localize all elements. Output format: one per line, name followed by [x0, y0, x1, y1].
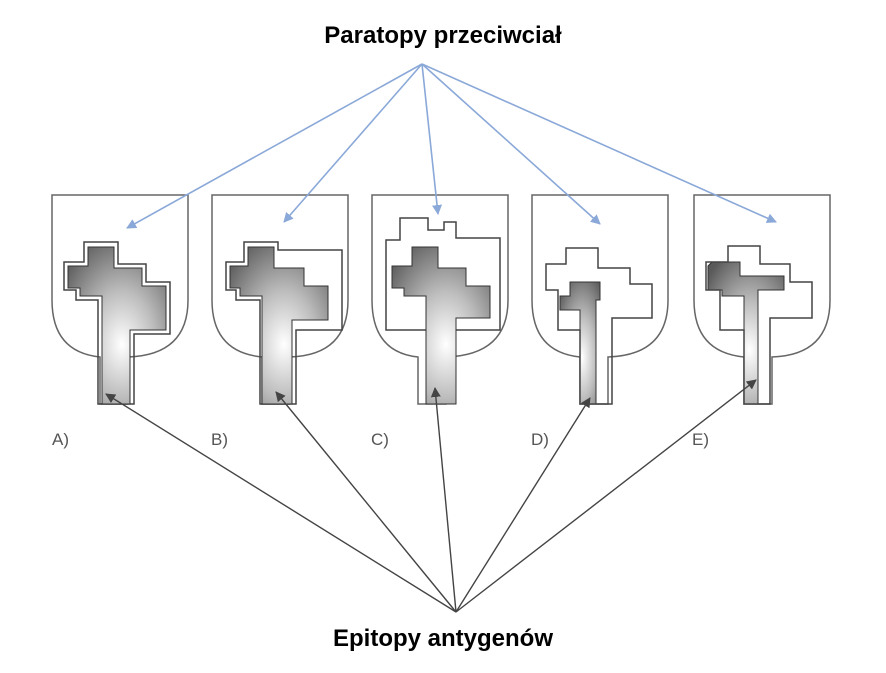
paratope-d — [545, 247, 653, 405]
epitope-arrow-a — [105, 393, 457, 613]
paratope-arrow-c — [421, 63, 443, 215]
paratope-c — [385, 217, 501, 331]
paratope-e — [705, 245, 813, 405]
epitope-arrow-b — [275, 391, 457, 613]
paratope-b — [225, 241, 343, 405]
panel-a — [51, 194, 189, 405]
paratope-arrow-a — [126, 63, 423, 229]
panel-b — [211, 194, 349, 405]
epitope-a — [67, 246, 167, 405]
panel-d — [531, 194, 669, 405]
epitope-b — [229, 246, 329, 405]
panel-c — [371, 194, 509, 405]
antibody-shape-d — [531, 194, 669, 405]
panel-label-d: D) — [531, 430, 549, 449]
paratope-title: Paratopy przeciwciał — [324, 22, 562, 49]
paratope-a — [63, 241, 171, 405]
epitope-arrow-e — [455, 379, 757, 613]
epitope-arrow-d — [455, 397, 591, 613]
epitope-c — [391, 246, 491, 405]
epitope-arrow-c — [430, 387, 457, 613]
panel-e — [693, 194, 831, 405]
epitope-arrows — [105, 379, 757, 613]
paratope-arrow-b — [283, 63, 423, 223]
paratope-arrow-e — [421, 63, 777, 223]
panel-label-e: E) — [692, 430, 709, 449]
panel-label-a: A) — [52, 430, 69, 449]
epitope-title: Epitopy antygenów — [332, 625, 553, 652]
panel-label-c: C) — [371, 430, 389, 449]
panel-label-b: B) — [211, 430, 228, 449]
paratope-arrow-d — [421, 63, 601, 225]
antibody-shape-e — [693, 194, 831, 405]
paratope-arrows — [126, 63, 777, 229]
